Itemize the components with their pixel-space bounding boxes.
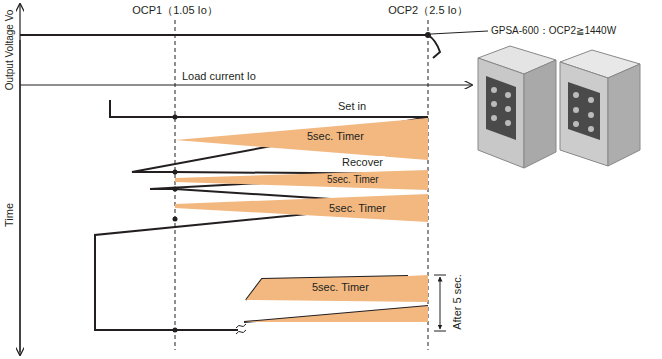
leader-line — [431, 31, 488, 34]
timer-band: 5sec. Timer — [175, 194, 430, 224]
timer-band: 5sec. Timer — [175, 116, 430, 162]
duration-label: After 5 sec. — [451, 274, 463, 330]
timer-label: 5sec. Timer — [325, 174, 381, 185]
band-fill — [246, 275, 428, 302]
model-note: GPSA-600：OCP2≧1440W — [491, 25, 616, 36]
ocp2-label: OCP2（2.5 Io） — [388, 4, 467, 16]
duration-arrow — [440, 277, 441, 329]
current-axis — [20, 84, 472, 85]
band-shape — [175, 116, 430, 162]
timer-label: 5sec. Timer — [305, 130, 366, 142]
cross-dot — [173, 328, 178, 333]
cross-dot — [173, 217, 178, 222]
axis-label: Output Voltage Vo — [4, 10, 15, 91]
axis-label: Load current Io — [182, 70, 256, 82]
voltage-curve — [20, 35, 440, 58]
ocp1-label: OCP1（1.05 Io） — [132, 4, 218, 16]
bracket-tick — [434, 275, 446, 276]
band-fill — [175, 170, 428, 190]
product-illustration — [478, 46, 640, 168]
cross-dot — [173, 170, 178, 175]
band-shape — [175, 170, 430, 192]
band-fill — [175, 194, 428, 222]
load-trajectory — [95, 100, 428, 330]
timer-label: 5sec. Timer — [327, 202, 388, 214]
ocp1-line — [175, 20, 176, 350]
timer-label: 5sec. Timer — [310, 281, 371, 293]
ocp2-dot — [425, 32, 431, 38]
timer-band: 5sec. Timer — [230, 272, 430, 324]
load-trajectory — [244, 306, 428, 322]
band-shape — [175, 194, 430, 224]
state-label: Set in — [336, 100, 368, 112]
break-mark — [236, 324, 246, 334]
band-shape — [230, 272, 430, 324]
timer-band: 5sec. Timer — [175, 170, 430, 192]
axis-label: Time — [3, 203, 15, 227]
band-fill — [175, 118, 428, 160]
state-label: Recover — [340, 156, 385, 168]
cross-dot — [173, 115, 178, 120]
bracket-tick — [434, 331, 446, 332]
cross-dot — [173, 187, 178, 192]
time-axis — [19, 40, 20, 355]
band-fill — [244, 306, 428, 322]
